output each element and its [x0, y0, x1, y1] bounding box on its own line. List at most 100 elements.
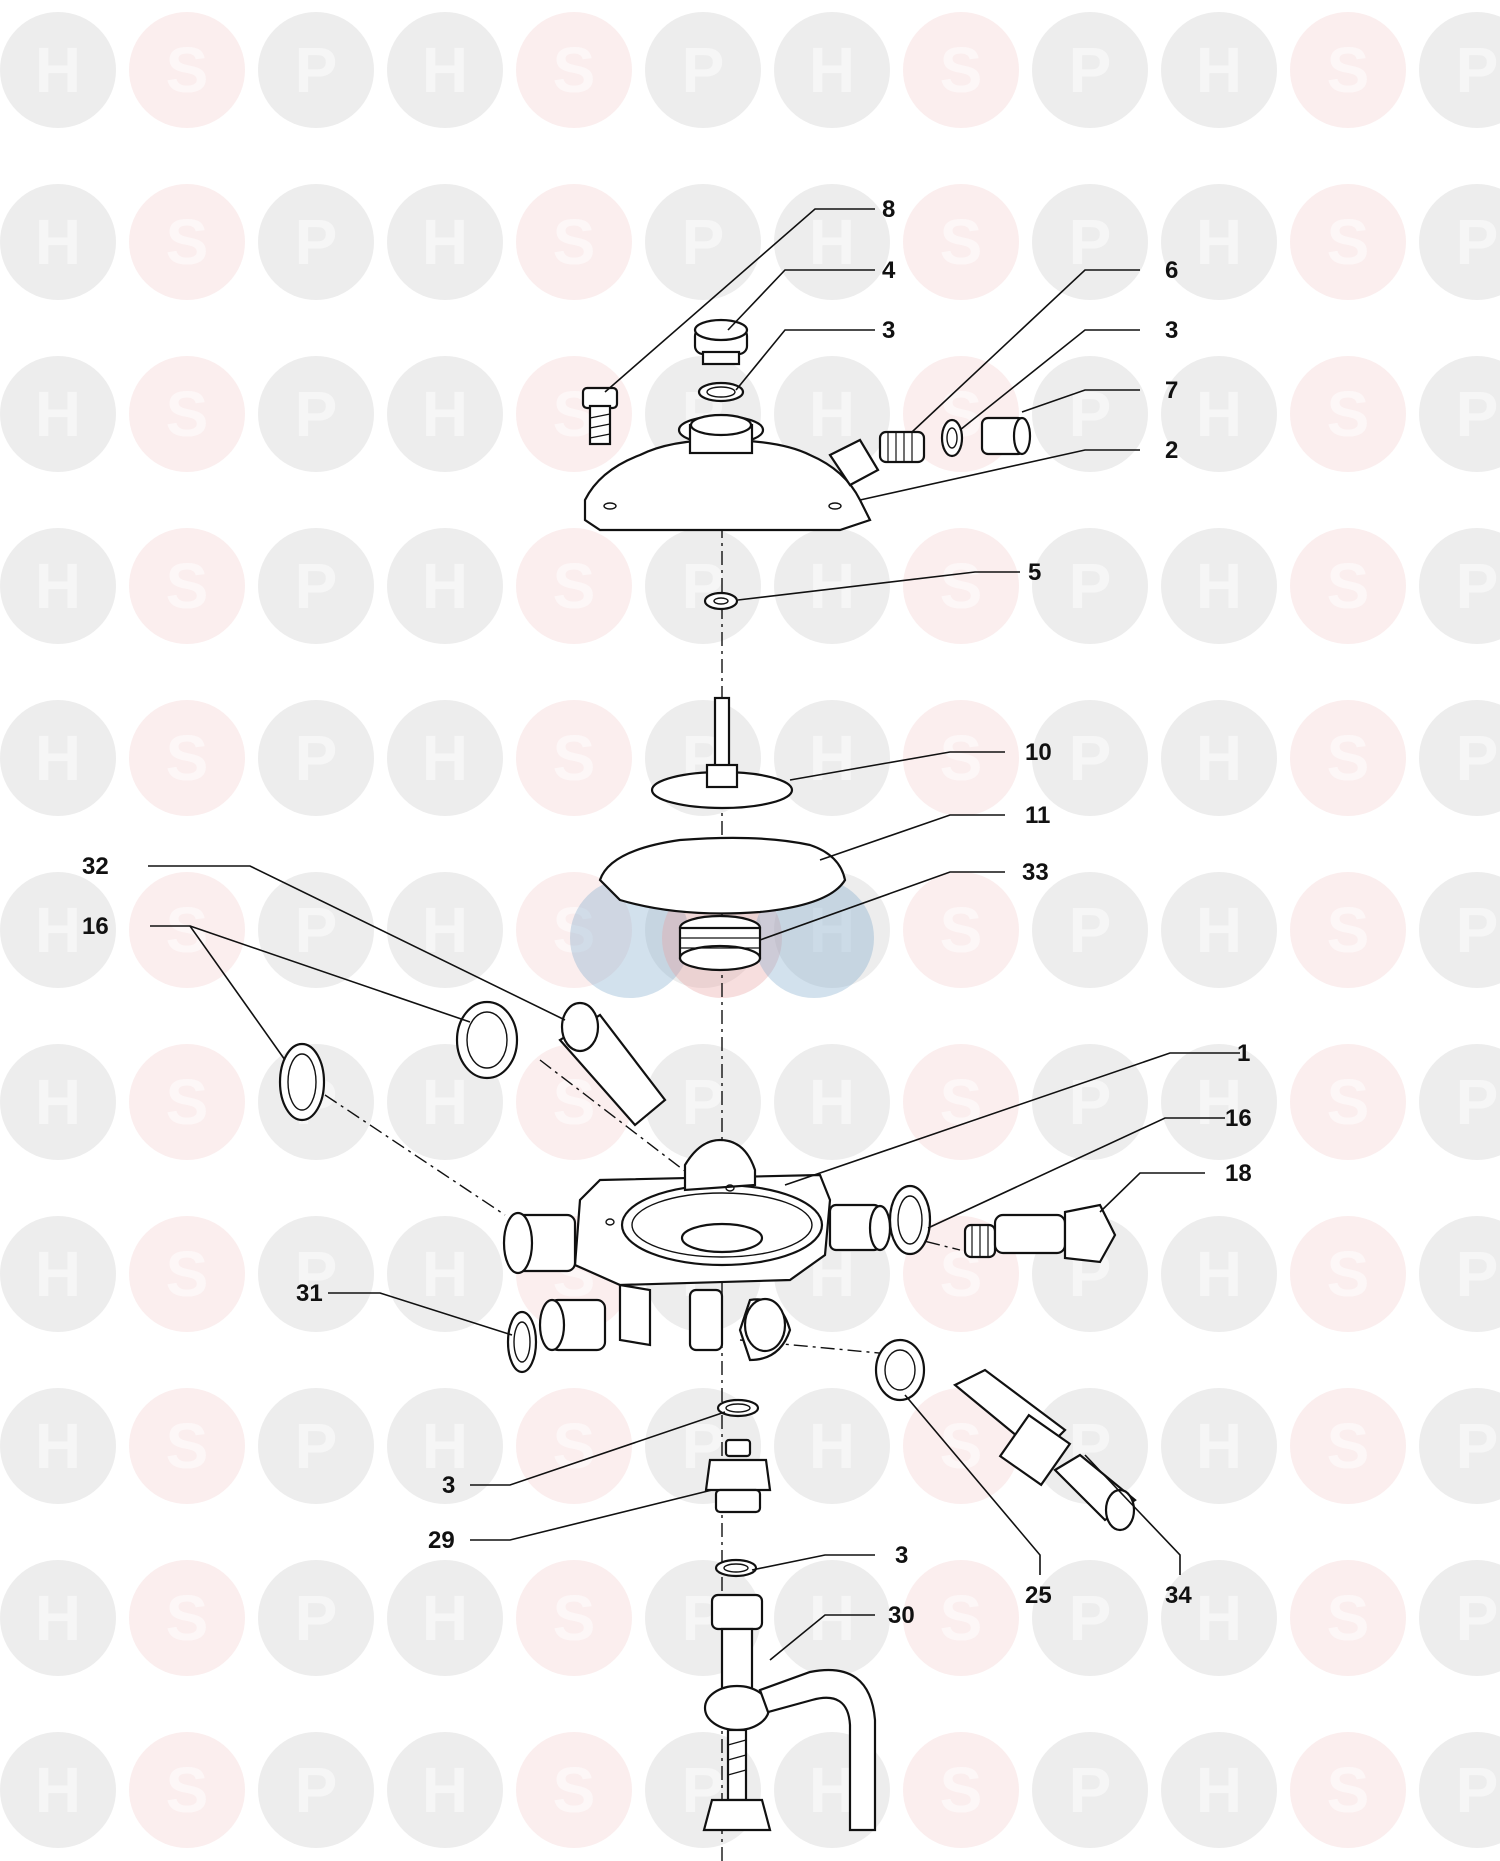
watermark-circle — [258, 1388, 374, 1504]
watermark-letter: S — [1327, 550, 1370, 622]
watermark-letter: P — [1456, 1754, 1499, 1826]
watermark-letter: H — [1196, 894, 1242, 966]
watermark-circle — [0, 12, 116, 128]
watermark-circle — [0, 700, 116, 816]
watermark-letter: P — [1456, 1066, 1499, 1138]
watermark-circle — [1290, 1216, 1406, 1332]
watermark-letter: H — [1196, 550, 1242, 622]
watermark-circle — [1161, 1560, 1277, 1676]
watermark-circle — [516, 528, 632, 644]
watermark-circle — [387, 1560, 503, 1676]
watermark-circle — [1161, 1216, 1277, 1332]
watermark-circle — [1290, 1560, 1406, 1676]
watermark-letter: S — [940, 1754, 983, 1826]
watermark-letter: S — [1327, 722, 1370, 794]
watermark-letter: H — [35, 722, 81, 794]
callout-2: 2 — [1165, 437, 1178, 464]
callout-3: 3 — [895, 1542, 908, 1569]
part-drawings — [278, 318, 1137, 1832]
watermark-letter: P — [295, 722, 338, 794]
watermark-circle — [129, 1216, 245, 1332]
watermark-circle — [387, 1732, 503, 1848]
callout-18: 18 — [1225, 1160, 1252, 1187]
watermark-letter: H — [422, 1754, 468, 1826]
watermark-letter: H — [1196, 1238, 1242, 1310]
watermark-letter: S — [940, 550, 983, 622]
watermark-circle — [903, 1732, 1019, 1848]
watermark-circle — [1419, 872, 1500, 988]
watermark-circle — [1419, 1216, 1500, 1332]
watermark-letter: S — [1327, 1238, 1370, 1310]
callout-31: 31 — [296, 1280, 323, 1307]
watermark-circle — [903, 872, 1019, 988]
watermark-circle — [1032, 1044, 1148, 1160]
watermark-circle — [903, 184, 1019, 300]
watermark-letter: H — [35, 894, 81, 966]
watermark-circle — [387, 1216, 503, 1332]
watermark-letter: H — [422, 722, 468, 794]
watermark-letter: P — [1456, 894, 1499, 966]
watermark-letter: P — [295, 1582, 338, 1654]
watermark-circle — [1419, 700, 1500, 816]
watermark-circle — [1290, 184, 1406, 300]
callout-16: 16 — [82, 913, 109, 940]
watermark-letter: S — [166, 34, 209, 106]
watermark-letter: S — [166, 722, 209, 794]
watermark-letter: H — [35, 1066, 81, 1138]
watermark-circle — [0, 1732, 116, 1848]
watermark-letter: P — [1069, 34, 1112, 106]
watermark-letter: H — [809, 1410, 855, 1482]
watermark-circle — [0, 1216, 116, 1332]
watermark-letter: S — [166, 1238, 209, 1310]
watermark-circle — [1290, 1732, 1406, 1848]
part-5-washer — [703, 591, 739, 611]
watermark-letter: S — [553, 1410, 596, 1482]
watermark-letter: P — [682, 1066, 725, 1138]
watermark-letter: S — [1327, 1066, 1370, 1138]
watermark-circle — [0, 528, 116, 644]
watermark-letter: H — [422, 34, 468, 106]
watermark-circle — [774, 1044, 890, 1160]
watermark-letter: S — [940, 206, 983, 278]
watermark-letter: S — [166, 1066, 209, 1138]
watermark-circle — [1161, 184, 1277, 300]
callout-8: 8 — [882, 196, 895, 223]
part-11-gasket — [598, 836, 847, 915]
watermark-letter: H — [35, 34, 81, 106]
watermark-circle — [1290, 1388, 1406, 1504]
watermark-circle — [1161, 1388, 1277, 1504]
watermark-letter: P — [295, 1238, 338, 1310]
watermark-letter: S — [553, 206, 596, 278]
watermark-circle — [1161, 12, 1277, 128]
watermark-letter: H — [35, 1238, 81, 1310]
watermark-circle — [0, 184, 116, 300]
watermark-circle — [1161, 1732, 1277, 1848]
watermark-circle — [387, 356, 503, 472]
watermark-letter: S — [1327, 34, 1370, 106]
watermark-letter: P — [295, 1410, 338, 1482]
watermark-letter: S — [1327, 378, 1370, 450]
watermark-circle — [1161, 872, 1277, 988]
watermark-letter: S — [553, 550, 596, 622]
watermark-letter: H — [809, 1582, 855, 1654]
watermark-circle — [903, 12, 1019, 128]
watermark-letter: P — [1069, 206, 1112, 278]
watermark-letter: P — [295, 378, 338, 450]
callout-30: 30 — [888, 1602, 915, 1629]
watermark-letter: P — [295, 550, 338, 622]
watermark-letter: H — [809, 34, 855, 106]
watermark-circle — [1032, 356, 1148, 472]
watermark-letter: P — [682, 550, 725, 622]
watermark-circle — [387, 528, 503, 644]
part-16-washer-left-1 — [278, 1042, 326, 1122]
watermark-circle — [516, 1732, 632, 1848]
watermark-letter: P — [1456, 34, 1499, 106]
watermark-circle — [258, 356, 374, 472]
callout-3: 3 — [442, 1472, 455, 1499]
watermark-circle — [774, 700, 890, 816]
watermark-letter: P — [1069, 722, 1112, 794]
part-6-nipple — [878, 430, 926, 464]
watermark-circle — [516, 700, 632, 816]
watermark-letter: S — [1327, 206, 1370, 278]
